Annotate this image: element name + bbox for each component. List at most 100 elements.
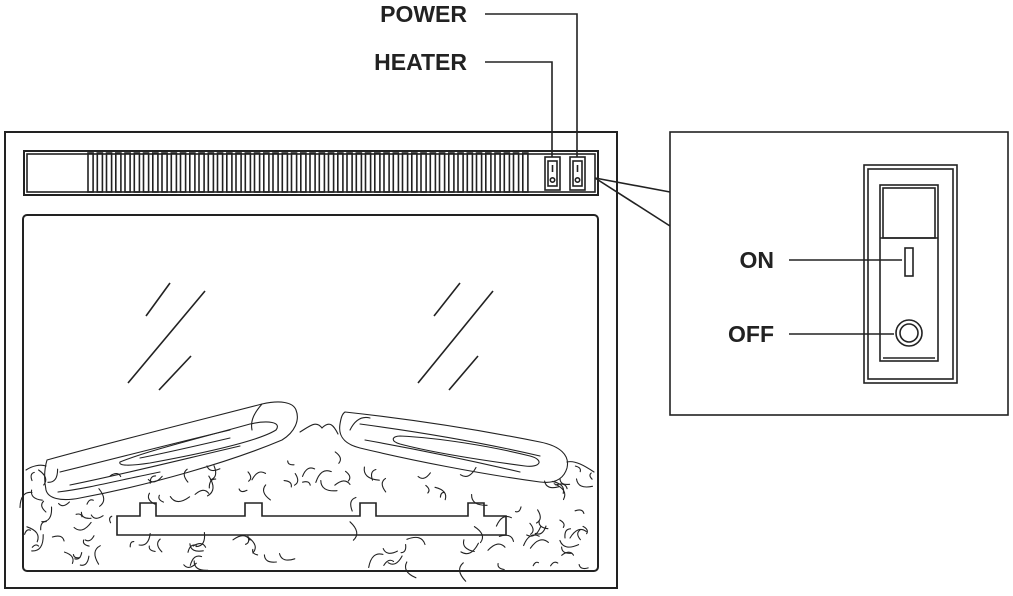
ember-stroke	[209, 465, 217, 481]
ember-stroke	[425, 484, 430, 494]
ember-stroke	[459, 562, 467, 582]
vent-slot	[336, 152, 344, 193]
ember-stroke	[417, 472, 431, 479]
ember-stroke	[189, 543, 204, 552]
ember-stroke	[498, 534, 515, 542]
ember-stroke	[79, 555, 90, 566]
ember-stroke	[406, 536, 426, 546]
vent-slot	[299, 152, 307, 193]
firebox-window	[22, 214, 599, 572]
ember-stroke	[208, 478, 217, 489]
ember-stroke	[344, 470, 351, 482]
ember-stroke	[532, 561, 540, 567]
ember-stroke	[206, 475, 214, 497]
vent-slot	[401, 152, 409, 193]
ember-stroke	[526, 526, 542, 537]
vent-slot	[429, 152, 437, 193]
rocker-switch-detail[interactable]	[863, 164, 958, 384]
vent-slot	[207, 152, 215, 193]
ember-stroke	[544, 480, 560, 489]
ember-stroke	[559, 519, 565, 528]
ember-stroke	[334, 480, 351, 486]
on-label: ON	[740, 247, 775, 273]
ember-stroke	[404, 561, 417, 579]
ember-stroke	[561, 546, 573, 554]
ember-stroke	[63, 551, 74, 564]
ember-stroke	[535, 509, 541, 524]
ember-stroke	[287, 460, 295, 466]
ember-stroke	[94, 545, 101, 565]
vent-slot	[512, 152, 520, 193]
ember-stroke	[47, 468, 59, 483]
ember-stroke	[368, 553, 384, 568]
vent-slot	[364, 152, 372, 193]
vent-slot	[346, 152, 353, 193]
vent-slot	[161, 152, 168, 193]
vent-slot	[124, 152, 131, 193]
zoom-connector	[594, 177, 671, 227]
ember-stroke	[589, 472, 593, 480]
ember-stroke	[40, 521, 47, 531]
log-right	[299, 411, 569, 483]
ember-stroke	[301, 467, 316, 477]
vent-slot	[438, 152, 446, 193]
vent-slot	[262, 152, 270, 193]
ember-stroke	[387, 555, 403, 565]
ember-stroke	[75, 513, 83, 518]
vent-slot	[253, 152, 261, 193]
vent-slot	[105, 152, 113, 193]
ember-stroke	[169, 496, 191, 503]
ember-stroke	[109, 473, 122, 478]
ember-stroke	[497, 562, 505, 571]
ember-stroke	[24, 529, 32, 535]
ember-stroke	[86, 499, 94, 505]
ember-stroke	[551, 480, 565, 494]
ember-stroke	[278, 553, 296, 561]
ember-stroke	[293, 473, 299, 486]
ember-stroke	[487, 543, 506, 551]
ember-stroke	[439, 491, 445, 498]
vent-slot	[447, 152, 455, 193]
vent-slot	[244, 152, 252, 193]
fire-grate	[116, 502, 507, 536]
ember-stroke	[349, 521, 358, 541]
ember-stroke	[51, 535, 65, 542]
vent-slot	[235, 152, 242, 193]
vent-slot	[309, 152, 316, 193]
heater-switch[interactable]	[544, 156, 561, 191]
ember-stroke	[559, 478, 571, 486]
off-circle-icon	[895, 319, 923, 347]
vent-slot	[484, 152, 492, 193]
ember-stroke	[80, 511, 92, 519]
ember-stroke	[263, 484, 271, 501]
vent-slot	[96, 152, 104, 193]
ember-stroke	[30, 489, 43, 501]
ember-stroke	[19, 491, 33, 509]
off-label: OFF	[728, 321, 774, 347]
ember-stroke	[529, 539, 549, 549]
vent-slot	[521, 152, 529, 193]
ember-stroke	[582, 525, 588, 535]
ember-stroke	[189, 555, 203, 566]
ember-stroke	[194, 489, 210, 495]
vent-slot	[115, 152, 122, 193]
heater-leader-line	[485, 61, 553, 157]
vent-slot	[475, 152, 483, 193]
ember-stroke	[382, 548, 398, 554]
vent-slot	[272, 152, 279, 193]
ember-stroke	[26, 526, 39, 543]
vent-slot	[503, 152, 511, 193]
ember-stroke	[460, 542, 479, 555]
ember-stroke	[98, 488, 105, 507]
ember-stroke	[183, 562, 197, 568]
ember-stroke	[315, 470, 332, 483]
ember-stroke	[495, 515, 512, 527]
ember-stroke	[58, 501, 70, 507]
power-switch[interactable]	[569, 156, 586, 191]
ember-stroke	[147, 475, 163, 483]
ember-stroke	[263, 554, 277, 563]
ember-stroke	[569, 528, 587, 539]
vent-slot	[318, 152, 326, 193]
ember-stroke	[31, 534, 44, 552]
ember-stroke	[283, 480, 292, 488]
